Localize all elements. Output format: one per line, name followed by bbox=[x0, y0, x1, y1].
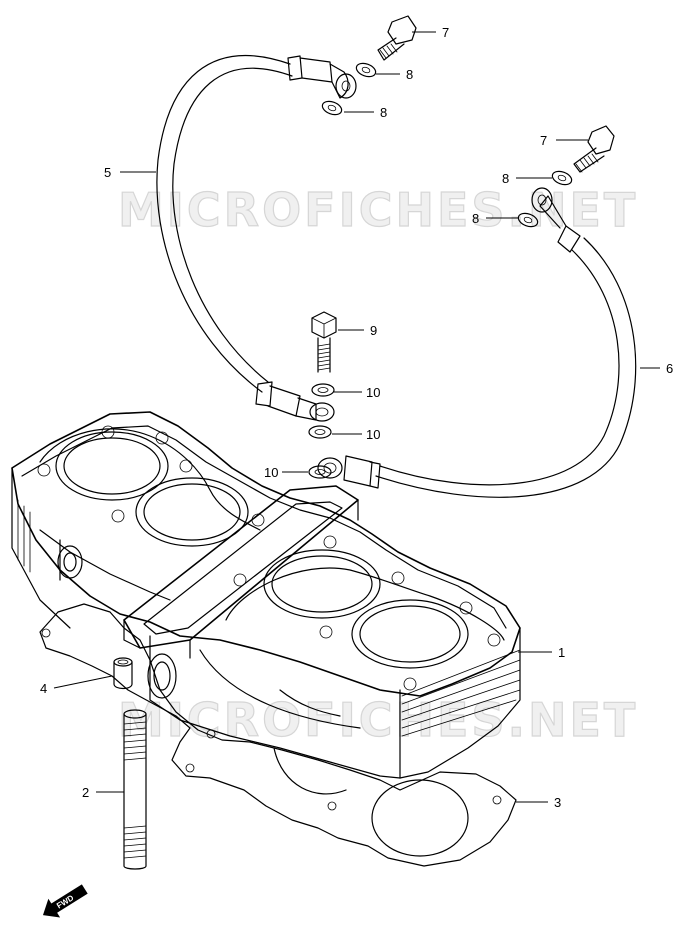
washer-8d bbox=[517, 212, 539, 228]
callout-5: 5 bbox=[104, 165, 111, 180]
callout-7-right: 7 bbox=[540, 133, 547, 148]
callout-10-middle: 10 bbox=[366, 427, 380, 442]
callout-9: 9 bbox=[370, 323, 377, 338]
watermark-bottom: MICROFICHES.NET bbox=[118, 693, 638, 747]
callout-8-right-lower: 8 bbox=[472, 211, 479, 226]
leader-lines bbox=[53, 31, 660, 803]
washer-10b bbox=[308, 425, 332, 439]
callout-8-upper: 8 bbox=[406, 67, 413, 82]
oil-hose-right bbox=[317, 187, 637, 498]
washer-8c bbox=[551, 170, 573, 186]
fwd-arrow-icon: FWD bbox=[42, 884, 88, 918]
union-bolt-right bbox=[573, 125, 615, 173]
callout-4: 4 bbox=[40, 681, 47, 696]
callout-6: 6 bbox=[666, 361, 673, 376]
callout-7-upper: 7 bbox=[442, 25, 449, 40]
callout-3: 3 bbox=[554, 795, 561, 810]
washer-10c bbox=[308, 465, 332, 479]
callout-10-upper: 10 bbox=[366, 385, 380, 400]
callout-10-lower: 10 bbox=[264, 465, 278, 480]
union-bolt-upper bbox=[377, 15, 417, 61]
stud-bolt bbox=[123, 709, 147, 870]
dowel-pin bbox=[113, 657, 133, 690]
watermark-top: MICROFICHES.NET bbox=[118, 183, 638, 237]
washer-8a bbox=[355, 62, 377, 78]
washer-10a bbox=[311, 383, 335, 397]
callout-2: 2 bbox=[82, 785, 89, 800]
callout-8-right-upper: 8 bbox=[502, 171, 509, 186]
washer-8b bbox=[321, 100, 343, 116]
callout-1: 1 bbox=[558, 645, 565, 660]
callout-8-lower-left: 8 bbox=[380, 105, 387, 120]
oil-hose-left bbox=[156, 55, 357, 422]
cylinder-block bbox=[11, 411, 521, 779]
union-bolt-center bbox=[311, 311, 337, 373]
